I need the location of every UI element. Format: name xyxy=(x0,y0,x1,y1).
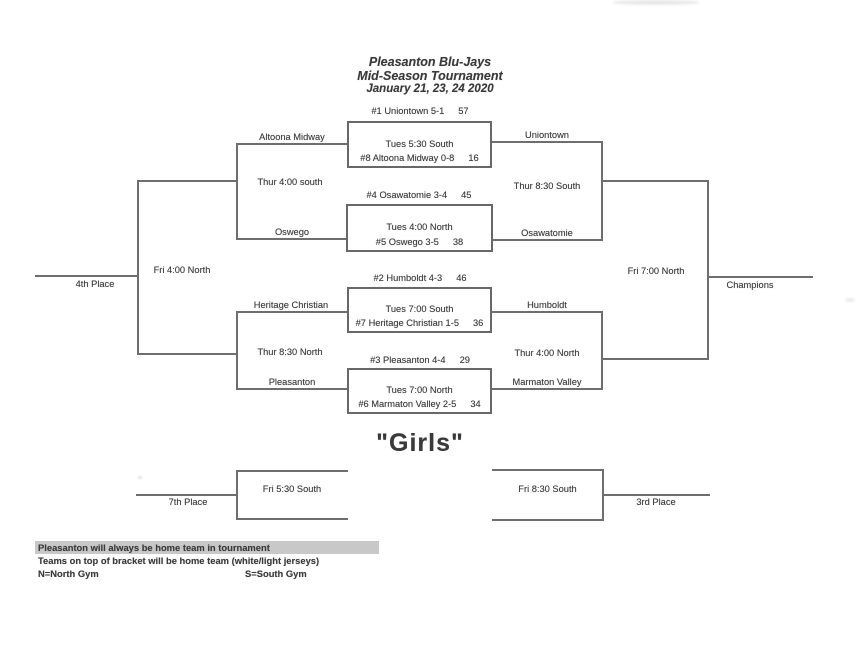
consolation-semi-top-label: Thur 4:00 south xyxy=(257,177,323,187)
bracket-line xyxy=(35,275,138,277)
loser-label-game3: Heritage Christian xyxy=(253,300,329,310)
score-text: 16 xyxy=(468,153,479,163)
game3-top-seed: #2 Humboldt 4-3 46 xyxy=(340,273,500,283)
bracket-line xyxy=(138,353,238,355)
team-text: #8 Altoona Midway 0-8 xyxy=(360,153,455,163)
game3-bottom-seed: #7 Heritage Christian 1-5 36 xyxy=(349,318,490,328)
scan-artifact xyxy=(612,0,700,5)
bracket-line xyxy=(707,180,709,360)
bracket-line xyxy=(493,239,602,241)
game3-box: Tues 7:00 South #7 Heritage Christian 1-… xyxy=(347,287,492,333)
bracket-line xyxy=(492,519,603,521)
seventh-place-label: 7th Place xyxy=(168,497,208,507)
note-south-gym: S=South Gym xyxy=(245,568,307,579)
team-text: #1 Uniontown 5-1 xyxy=(371,106,445,116)
team-text: #4 Osawatomie 3-4 xyxy=(366,190,448,200)
section-title-girls: "Girls" xyxy=(376,429,464,457)
championship-semi-bottom-label: Thur 4:00 North xyxy=(514,348,580,358)
game1-bottom-seed: #8 Altoona Midway 0-8 16 xyxy=(349,153,490,163)
highlight-bar xyxy=(35,541,379,554)
score-text: 36 xyxy=(473,318,484,328)
page-title-team: Pleasanton Blu-Jays xyxy=(368,55,492,69)
bracket-line xyxy=(492,141,602,143)
note-north-gym: N=North Gym xyxy=(38,568,99,579)
game1-box: Tues 5:30 South #8 Altoona Midway 0-8 16 xyxy=(347,121,492,168)
note-jerseys: Teams on top of bracket will be home tea… xyxy=(38,555,320,566)
bracket-line xyxy=(237,388,347,390)
bracket-line xyxy=(492,469,603,471)
team-text: #6 Marmaton Valley 2-5 xyxy=(358,399,457,409)
game4-bottom-seed: #6 Marmaton Valley 2-5 34 xyxy=(349,399,490,409)
game1-top-seed: #1 Uniontown 5-1 57 xyxy=(340,106,500,116)
winner-label-game2: Osawatomie xyxy=(521,228,573,238)
bracket-line xyxy=(601,141,603,241)
score-text: 34 xyxy=(470,399,481,409)
winner-label-game3: Humboldt xyxy=(527,300,567,310)
consolation-semi-bottom-label: Thur 8:30 North xyxy=(257,347,323,357)
consolation-final-label: Fri 4:00 North xyxy=(153,265,211,275)
winner-label-game1: Uniontown xyxy=(525,130,569,140)
loser-label-game2: Oswego xyxy=(274,227,310,237)
bracket-line xyxy=(138,180,238,182)
seventh-place-game-label: Fri 5:30 South xyxy=(262,484,322,494)
team-text: #3 Pleasanton 4-4 xyxy=(370,355,446,365)
game2-time: Tues 4:00 North xyxy=(386,221,453,232)
score-text: 29 xyxy=(459,355,470,365)
team-text: #7 Heritage Christian 1-5 xyxy=(355,318,459,328)
page-title-dates: January 21, 23, 24 2020 xyxy=(366,83,494,95)
bracket-line xyxy=(236,143,238,240)
bracket-line xyxy=(137,180,139,355)
bracket-line xyxy=(236,311,238,390)
bracket-line xyxy=(237,238,346,240)
bracket-line xyxy=(492,388,602,390)
bracket-line xyxy=(603,494,710,496)
third-place-game-label: Fri 8:30 South xyxy=(518,484,577,494)
winner-label-game4: Marmaton Valley xyxy=(512,377,582,387)
fourth-place-label: 4th Place xyxy=(75,279,115,289)
bracket-line xyxy=(237,518,348,520)
score-text: 38 xyxy=(452,237,464,247)
game4-top-seed: #3 Pleasanton 4-4 29 xyxy=(340,355,500,365)
third-place-label: 3rd Place xyxy=(636,497,676,507)
game2-box: Tues 4:00 North #5 Oswego 3-5 38 xyxy=(346,204,493,252)
bracket-line xyxy=(237,143,347,145)
loser-label-game4: Pleasanton xyxy=(268,377,316,387)
team-text: #2 Humboldt 4-3 xyxy=(373,273,443,283)
championship-final-label: Fri 7:00 North xyxy=(627,266,685,276)
game4-box: Tues 7:00 North #6 Marmaton Valley 2-5 34 xyxy=(347,368,492,414)
bracket-line xyxy=(601,311,603,390)
score-text: 57 xyxy=(458,106,469,116)
score-text: 46 xyxy=(456,273,467,283)
championship-semi-top-label: Thur 8:30 South xyxy=(513,181,581,191)
bracket-line xyxy=(136,494,237,496)
champions-label: Champions xyxy=(726,280,774,290)
bracket-line xyxy=(601,180,708,182)
bracket-line xyxy=(492,311,602,313)
bracket-line xyxy=(236,470,238,520)
loser-label-game1: Altoona Midway xyxy=(259,132,325,142)
game3-time: Tues 7:00 South xyxy=(385,303,454,314)
bracket-line xyxy=(237,470,348,472)
page-title-tournament: Mid-Season Tournament xyxy=(357,69,503,83)
scan-artifact xyxy=(845,298,855,302)
note-home-team: Pleasanton will always be home team in t… xyxy=(38,542,270,553)
game2-top-seed: #4 Osawatomie 3-4 45 xyxy=(339,190,499,200)
team-text: #5 Oswego 3-5 xyxy=(375,237,439,247)
bracket-line xyxy=(601,358,708,360)
bracket-line xyxy=(237,311,347,313)
game1-time: Tues 5:30 South xyxy=(385,138,454,149)
bracket-line xyxy=(708,276,813,278)
game2-bottom-seed: #5 Oswego 3-5 38 xyxy=(348,237,491,247)
game4-time: Tues 7:00 North xyxy=(386,384,453,395)
scan-artifact xyxy=(138,476,142,479)
score-text: 45 xyxy=(461,190,472,200)
